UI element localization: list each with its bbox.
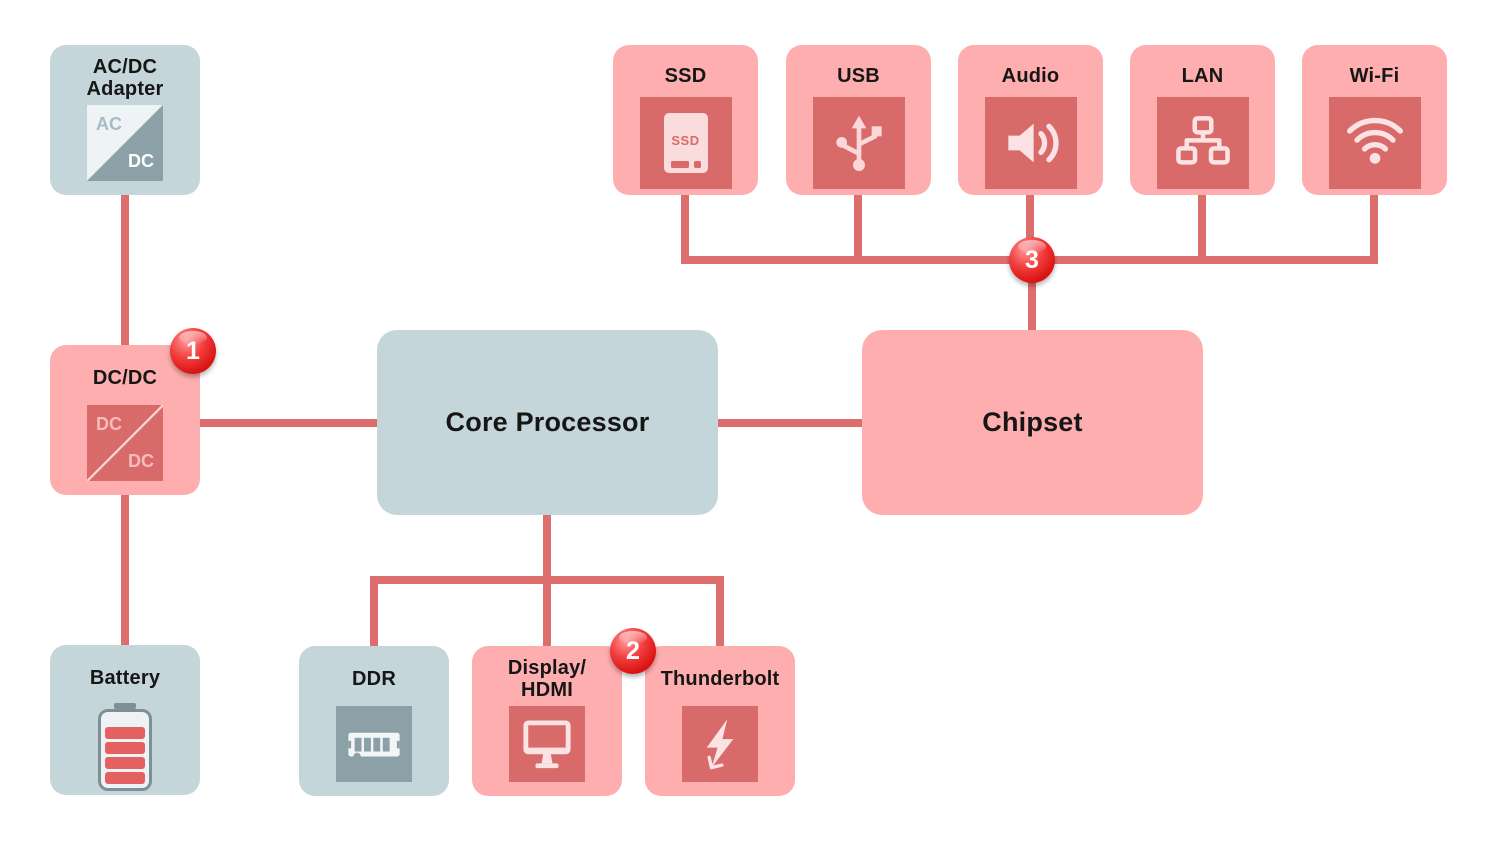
connector-bus-thunderbolt bbox=[716, 584, 724, 646]
badge-3: 3 bbox=[1009, 237, 1055, 283]
node-thunderbolt: Thunderbolt bbox=[645, 646, 795, 796]
node-ssd: SSD SSD bbox=[613, 45, 758, 195]
dcdc-converter-icon: DC DC bbox=[87, 405, 163, 481]
dcdc-icon-bottom-text: DC bbox=[128, 451, 154, 471]
connector-bottom-bus bbox=[370, 576, 724, 584]
connector-bus-chipset bbox=[1028, 256, 1036, 330]
node-core-processor: Core Processor bbox=[377, 330, 718, 515]
badge-2: 2 bbox=[610, 628, 656, 674]
lightning-bolt-icon bbox=[682, 706, 758, 782]
connector-bus-ddr bbox=[370, 584, 378, 646]
node-battery: Battery bbox=[50, 645, 200, 795]
core-processor-label: Core Processor bbox=[445, 407, 650, 438]
connector-dcdc-core bbox=[200, 419, 377, 427]
node-audio: Audio bbox=[958, 45, 1103, 195]
node-chipset: Chipset bbox=[862, 330, 1203, 515]
usb-label: USB bbox=[837, 64, 880, 87]
usb-icon bbox=[812, 97, 905, 189]
connector-audio-drop bbox=[1026, 195, 1034, 264]
node-dcdc: DC/DC DC DC bbox=[50, 345, 200, 495]
dcdc-label: DC/DC bbox=[92, 366, 158, 389]
node-lan: LAN bbox=[1130, 45, 1275, 195]
acdc-icon-ac-text: AC bbox=[96, 114, 122, 134]
speaker-icon bbox=[984, 97, 1077, 189]
ssd-label: SSD bbox=[664, 64, 707, 87]
ssd-drive-icon: SSD bbox=[639, 97, 732, 189]
connector-wifi-drop bbox=[1370, 195, 1378, 264]
acdc-icon-dc-text: DC bbox=[128, 151, 154, 171]
badge-1-number: 1 bbox=[186, 336, 200, 365]
badge-1: 1 bbox=[170, 328, 216, 374]
ssd-icon-text: SSD bbox=[671, 133, 700, 148]
connector-lan-drop bbox=[1198, 195, 1206, 264]
badge-3-number: 3 bbox=[1025, 245, 1039, 274]
monitor-icon bbox=[509, 706, 585, 782]
node-wifi: Wi-Fi bbox=[1302, 45, 1447, 195]
node-display-hdmi: Display/ HDMI bbox=[472, 646, 622, 796]
connector-dcdc-battery bbox=[121, 495, 129, 645]
audio-label: Audio bbox=[1001, 64, 1060, 87]
lan-label: LAN bbox=[1181, 64, 1224, 87]
display-hdmi-label-line1: Display/ bbox=[507, 656, 587, 679]
node-usb: USB bbox=[786, 45, 931, 195]
wifi-label: Wi-Fi bbox=[1349, 64, 1400, 87]
wifi-icon bbox=[1328, 97, 1421, 189]
connector-ssd-drop bbox=[681, 195, 689, 264]
acdc-converter-icon: AC DC bbox=[87, 105, 163, 181]
acdc-adapter-label-line1: AC/DC bbox=[92, 55, 158, 78]
display-hdmi-label-line2: HDMI bbox=[521, 679, 573, 701]
network-icon bbox=[1156, 97, 1249, 189]
ddr-label: DDR bbox=[352, 667, 396, 690]
acdc-adapter-label-line2: Adapter bbox=[86, 78, 164, 100]
connector-acdc-dcdc bbox=[121, 195, 129, 345]
battery-icon bbox=[98, 703, 152, 791]
node-ddr: DDR bbox=[299, 646, 449, 796]
dcdc-icon-top-text: DC bbox=[96, 414, 122, 434]
battery-label: Battery bbox=[89, 666, 161, 689]
chipset-label: Chipset bbox=[982, 407, 1083, 438]
connector-core-chipset bbox=[718, 419, 862, 427]
connector-usb-drop bbox=[854, 195, 862, 264]
badge-2-number: 2 bbox=[626, 636, 640, 665]
ram-icon bbox=[336, 706, 412, 782]
node-acdc-adapter: AC/DC Adapter AC DC bbox=[50, 45, 200, 195]
thunderbolt-label: Thunderbolt bbox=[660, 667, 780, 690]
